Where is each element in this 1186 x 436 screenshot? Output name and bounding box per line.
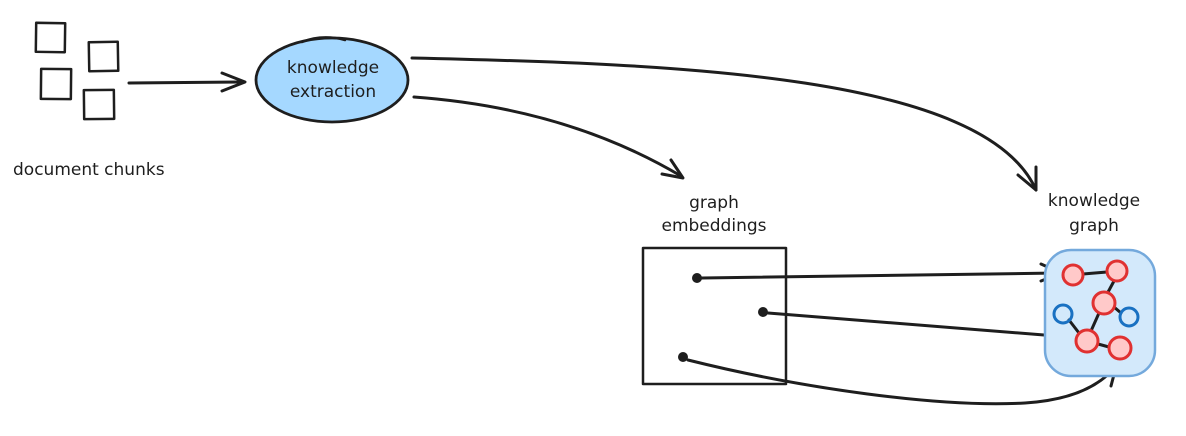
kg-node-red <box>1107 335 1133 361</box>
kg-node-blue <box>1052 303 1074 325</box>
arrow-embedding-2-to-graph <box>766 311 1075 346</box>
arrow-head <box>660 158 685 180</box>
arrow-line <box>412 95 683 178</box>
document-chunks-group: document chunks <box>13 21 165 180</box>
document-chunk-square <box>82 88 116 121</box>
document-chunk-square <box>39 67 73 101</box>
arrow-line <box>127 80 242 85</box>
arrow-head <box>220 71 247 93</box>
arrow-line <box>700 271 1059 280</box>
kg-node-red <box>1074 328 1100 354</box>
kg-node-red <box>1091 290 1117 316</box>
kg-node-red <box>1061 263 1085 287</box>
document-chunk-square <box>87 40 120 73</box>
arrow-head <box>1016 165 1038 192</box>
arrow-line <box>410 56 1038 192</box>
arrow-line <box>766 311 1071 339</box>
knowledge-graph-label-line1: knowledge <box>1048 191 1140 211</box>
arrow-line <box>686 358 1118 406</box>
knowledge-extraction-node: knowledge extraction <box>254 36 410 124</box>
arrow-embedding-1-to-graph <box>700 262 1063 283</box>
embedding-point <box>692 273 702 283</box>
knowledge-graph-label-line2: graph <box>1069 216 1119 236</box>
arrow-extraction-to-embeddings <box>412 95 685 180</box>
arrow-extraction-to-knowledge-graph <box>410 56 1038 192</box>
knowledge-graph-node: knowledge graph <box>1043 191 1157 378</box>
kg-node-red <box>1105 259 1129 283</box>
knowledge-extraction-label-line2: extraction <box>290 82 376 102</box>
graph-embeddings-box <box>641 246 788 386</box>
embedding-point <box>678 352 688 362</box>
graph-embeddings-label-line2: embeddings <box>662 216 767 236</box>
graph-embeddings-label-line1: graph <box>689 193 739 213</box>
embedding-point <box>758 307 768 317</box>
kg-edge <box>1067 318 1081 335</box>
document-chunk-square <box>34 21 67 54</box>
arrow-chunks-to-extraction <box>127 71 247 93</box>
knowledge-extraction-label-line1: knowledge <box>287 58 379 78</box>
ellipse-sketch-stroke <box>300 36 347 44</box>
graph-embeddings-node: graph embeddings <box>641 193 788 386</box>
kg-edge <box>1081 270 1109 276</box>
kg-node-blue <box>1118 306 1140 328</box>
kg-edge <box>1096 342 1111 349</box>
document-chunks-label: document chunks <box>13 160 165 180</box>
kg-edge <box>1089 311 1101 333</box>
kg-nodes <box>1052 259 1140 361</box>
knowledge-extraction-ellipse <box>254 36 410 124</box>
